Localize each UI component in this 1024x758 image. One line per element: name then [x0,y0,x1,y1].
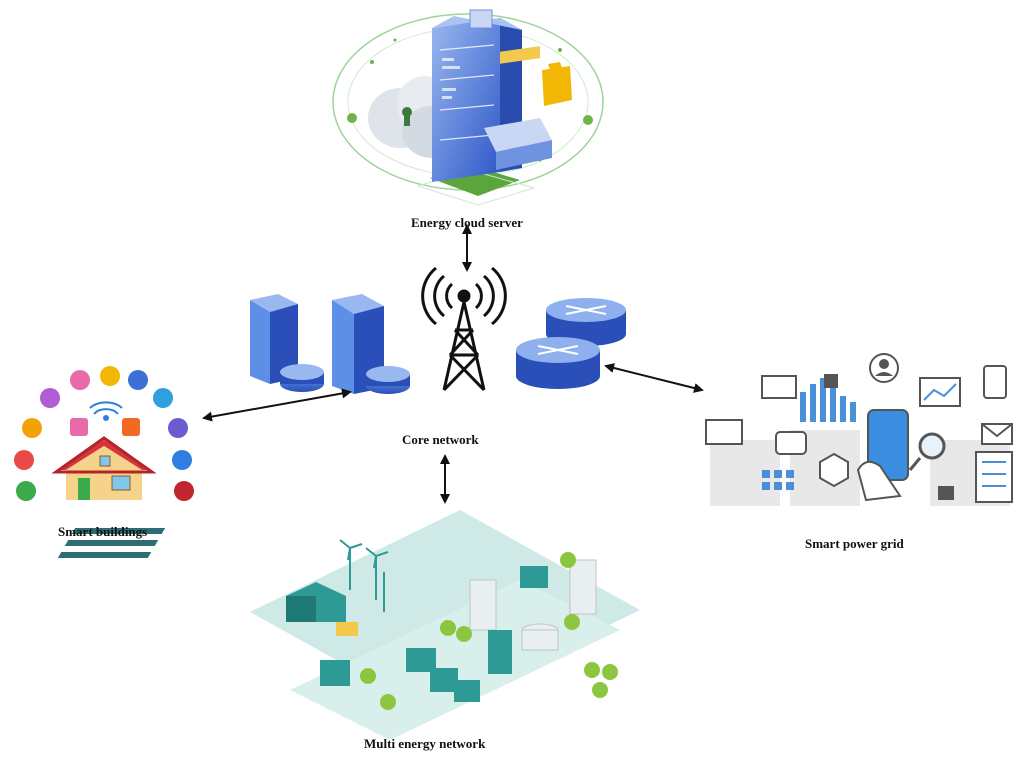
bar-chart-icon [800,378,856,422]
folder-icon [542,62,572,106]
antenna-tower-icon [421,266,507,392]
settings-icon [705,375,807,455]
coffee-icon [938,486,954,500]
user-icon [869,353,899,383]
label-smart-power-grid: Smart power grid [805,536,904,551]
wifi-icon [89,401,123,421]
label-core-network: Core network [402,432,479,447]
arrow-core-buildings [202,388,352,422]
solar-panel-array-icon [57,528,166,558]
tree-icon [360,552,618,710]
smart-buildings-illustration [14,366,194,501]
house-icon [51,436,157,500]
cloud-server-illustration [332,9,604,206]
tablet-icon [983,365,1007,399]
wind-turbine-icon [339,539,389,612]
mail-icon [981,423,1013,445]
monitor-icon [919,377,961,407]
connection-arrows [202,224,704,504]
arrow-core-grid [604,363,704,393]
checklist-icon [975,451,1013,503]
building-icon [469,559,597,674]
house-cluster-icon [320,622,480,702]
router-icon [546,298,626,346]
core-network-illustration [250,266,626,394]
database-icon [366,366,410,394]
smart-power-grid-illustration [705,353,1013,506]
server-icon [250,294,298,384]
magnifier-icon [908,432,946,471]
label-smart-buildings: Smart buildings [58,524,148,539]
factory-icon [286,582,346,622]
database-icon [280,364,324,392]
smartphone-icon [856,409,909,502]
router-icon [516,337,600,389]
label-multi-energy-network: Multi energy network [364,736,486,751]
home-device-icons [14,366,194,501]
multi-energy-network-illustration [57,510,640,740]
chip-icon [824,374,838,388]
label-energy-cloud-server: Energy cloud server [411,215,523,230]
cube-icon [819,452,849,488]
